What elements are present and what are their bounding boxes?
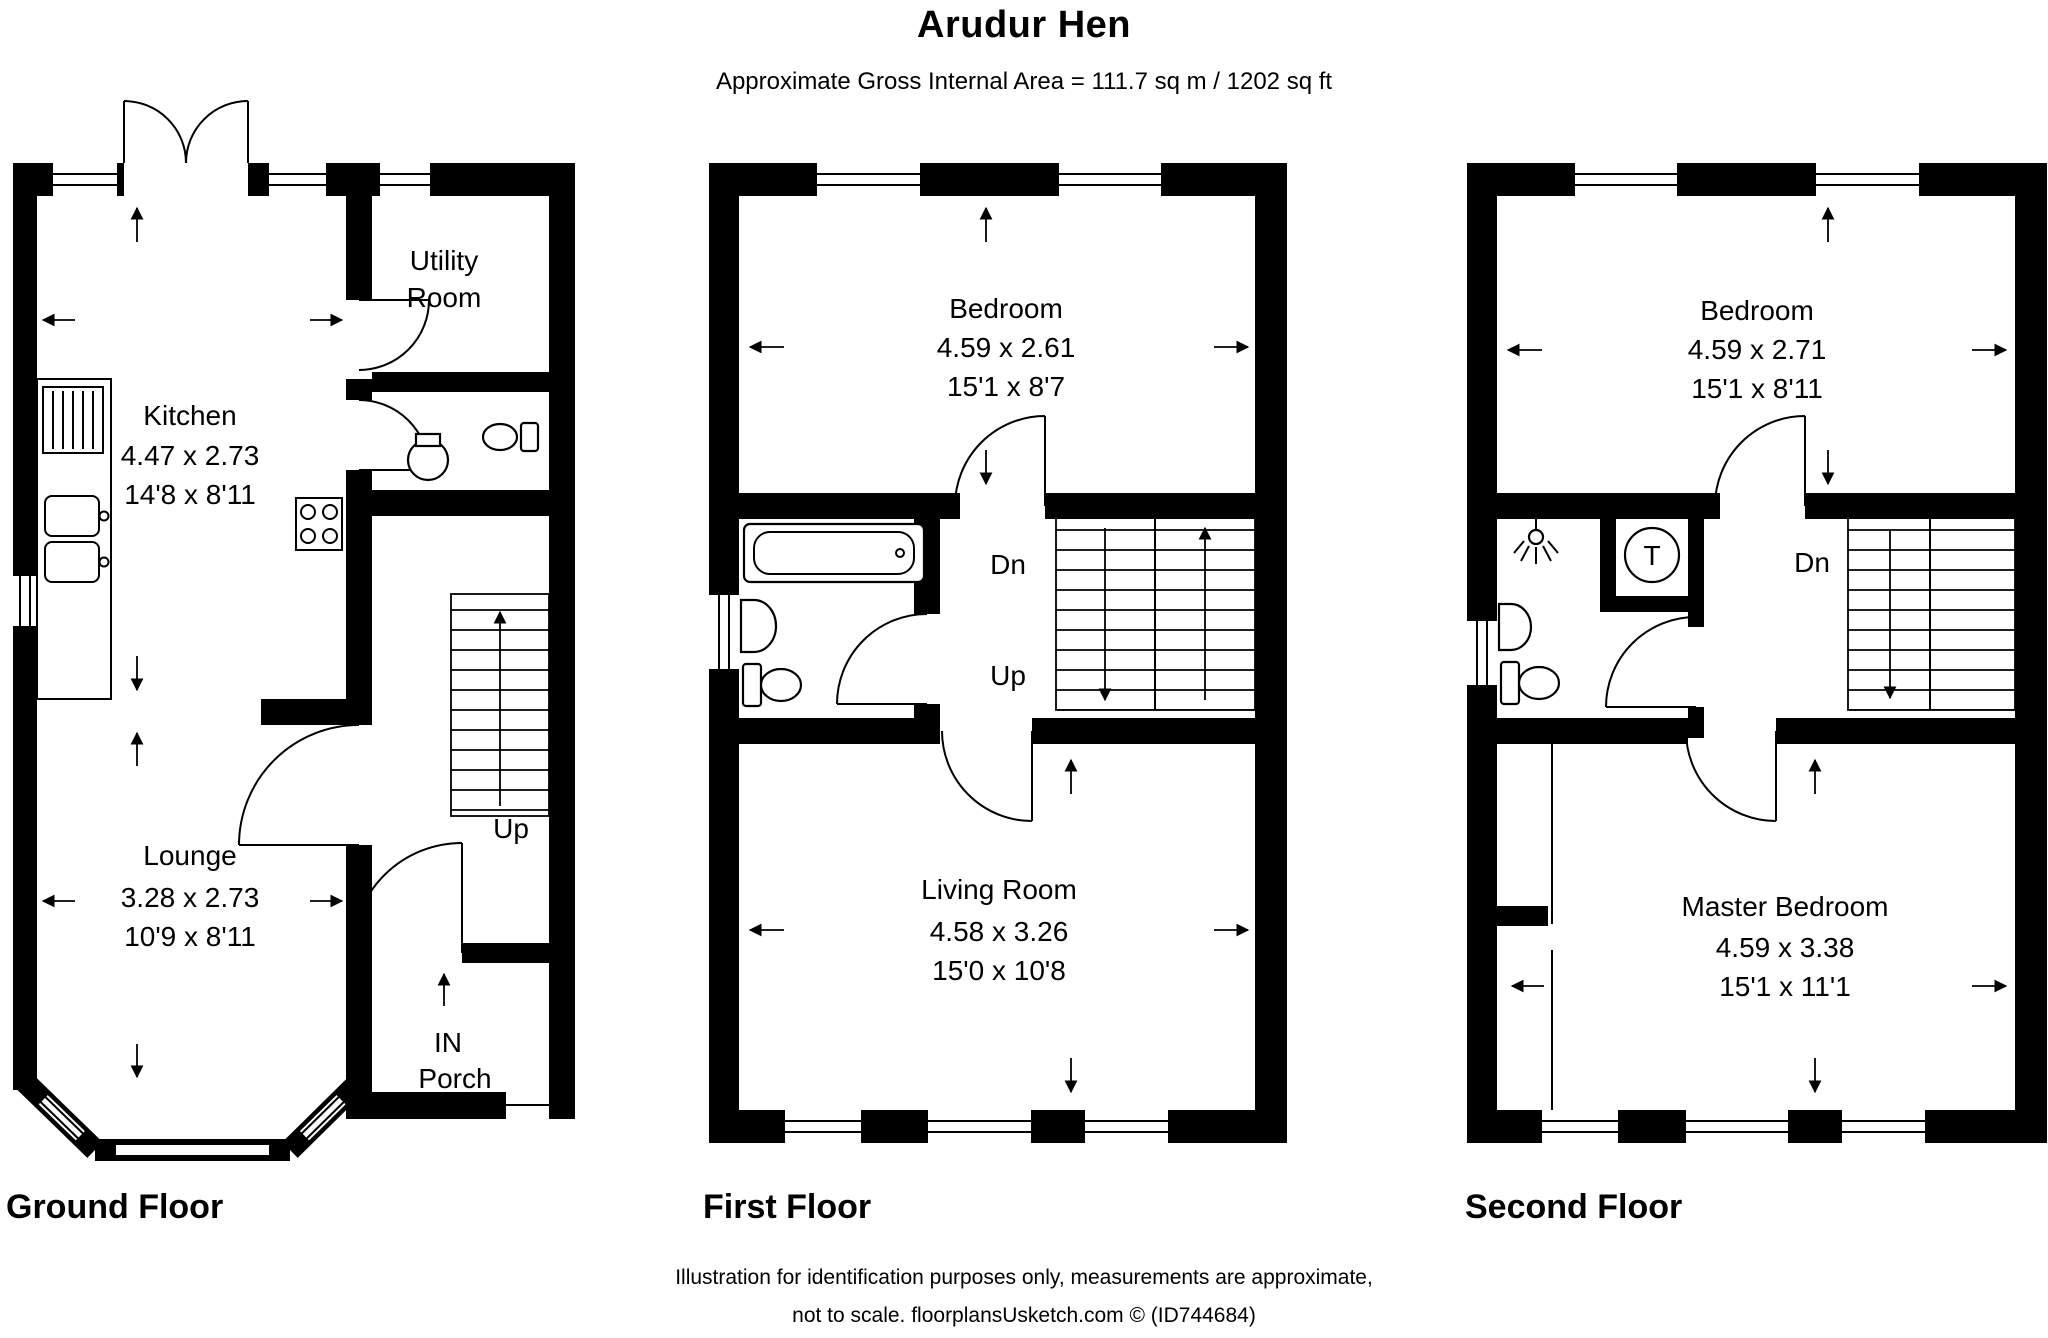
stairs-up-label: Up: [493, 813, 529, 844]
french-door-right: [185, 100, 249, 164]
ground-floor-label: Ground Floor: [6, 1188, 224, 1226]
bedroom-imperial: 15'1 x 8'7: [947, 371, 1065, 402]
entrance-threshold: [504, 1092, 551, 1119]
front-door-arc: [351, 842, 463, 954]
bay-window: [17, 1074, 367, 1161]
tank-symbol: [1623, 526, 1681, 584]
first-measure-arrows: [748, 206, 1250, 1094]
lounge-imperial: 10'9 x 8'11: [124, 921, 256, 952]
toilet-symbol: [481, 421, 540, 453]
first-floor-plan: Bedroom 4.59 x 2.61 15'1 x 8'7 Living Ro…: [709, 163, 1287, 1143]
wc-fixtures: [406, 421, 540, 482]
kitchen-imperial: 14'8 x 8'11: [124, 479, 256, 510]
toilet-symbol: [1499, 660, 1561, 706]
second-stairs: [1847, 501, 2016, 711]
disclaimer-line-1: Illustration for identification purposes…: [675, 1266, 1373, 1289]
bedroom-name: Bedroom: [949, 293, 1063, 324]
kitchen-counter: [36, 378, 343, 700]
first-windows: [709, 163, 1170, 1143]
stairs-up-label: Up: [990, 660, 1026, 691]
closet-stub-wall: [1497, 906, 1548, 926]
master-door-arc: [1685, 730, 1777, 822]
ground-windows: [13, 163, 432, 628]
second-measure-arrows: [1506, 206, 2008, 1094]
kitchen-sink-symbol: [44, 495, 110, 583]
second-windows: [1467, 163, 1927, 1143]
french-door-left: [123, 100, 187, 164]
appliance-symbol: [42, 386, 104, 454]
bathtub-symbol: [742, 522, 926, 584]
ground-measure-arrows: [41, 206, 451, 1079]
shower-symbol: [1513, 519, 1559, 564]
first-walls: [709, 163, 1287, 1143]
stairs-down-label: Dn: [1794, 547, 1830, 578]
living-door-arc: [941, 730, 1033, 822]
second-floor-label: Second Floor: [1465, 1188, 1683, 1226]
page-title: Arudur Hen: [917, 4, 1131, 46]
bedroom-name: Bedroom: [1700, 295, 1814, 326]
kitchen-name: Kitchen: [143, 400, 236, 431]
ground-floor-plan: Kitchen 4.47 x 2.73 14'8 x 8'11 Utility …: [13, 100, 575, 1161]
bedroom-metric: 4.59 x 2.61: [937, 332, 1076, 363]
living-imperial: 15'0 x 10'8: [932, 955, 1066, 986]
second-floor-plan: Bedroom 4.59 x 2.71 15'1 x 8'11 Master B…: [1467, 163, 2047, 1143]
lounge-door-arc: [238, 724, 360, 846]
ground-stairs: [450, 593, 550, 817]
first-doors: [836, 415, 1046, 822]
first-stairs: [1055, 501, 1256, 711]
basin-symbol: [1497, 602, 1533, 652]
gross-area-subtitle: Approximate Gross Internal Area = 111.7 …: [715, 68, 1333, 95]
basin-symbol: [739, 598, 778, 654]
hob-symbol: [295, 497, 343, 551]
lounge-name: Lounge: [143, 840, 236, 871]
utility-door-arc: [358, 299, 430, 371]
bedroom-door-arc: [954, 415, 1046, 507]
ground-walls: [13, 163, 575, 1119]
utility-name-2: Room: [407, 282, 482, 313]
bedroom-door-arc: [1714, 415, 1806, 507]
bedroom-imperial: 15'1 x 8'11: [1691, 373, 1823, 404]
bedroom-metric: 4.59 x 2.71: [1688, 334, 1827, 365]
bathroom-fixtures: [739, 522, 926, 708]
living-name: Living Room: [921, 874, 1077, 905]
second-doors: [1605, 415, 1806, 822]
entrance-label: IN: [434, 1027, 462, 1058]
shower-room-door-arc: [1605, 616, 1697, 708]
stairs-down-label: Dn: [990, 549, 1026, 580]
living-metric: 4.58 x 3.26: [930, 916, 1069, 947]
master-metric: 4.59 x 3.38: [1716, 932, 1855, 963]
tank-label: T: [1643, 540, 1660, 571]
utility-name-1: Utility: [410, 245, 478, 276]
lounge-metric: 3.28 x 2.73: [121, 882, 260, 913]
toilet-symbol: [741, 662, 803, 708]
master-imperial: 15'1 x 11'1: [1719, 971, 1851, 1002]
first-floor-label: First Floor: [703, 1188, 872, 1226]
kitchen-metric: 4.47 x 2.73: [121, 440, 260, 471]
shower-room-fixtures: [1497, 519, 1681, 706]
master-name: Master Bedroom: [1682, 891, 1889, 922]
bathroom-door-arc: [836, 613, 928, 705]
disclaimer-line-2: not to scale. floorplansUsketch.com © (I…: [792, 1304, 1256, 1327]
porch-name: Porch: [418, 1063, 491, 1094]
